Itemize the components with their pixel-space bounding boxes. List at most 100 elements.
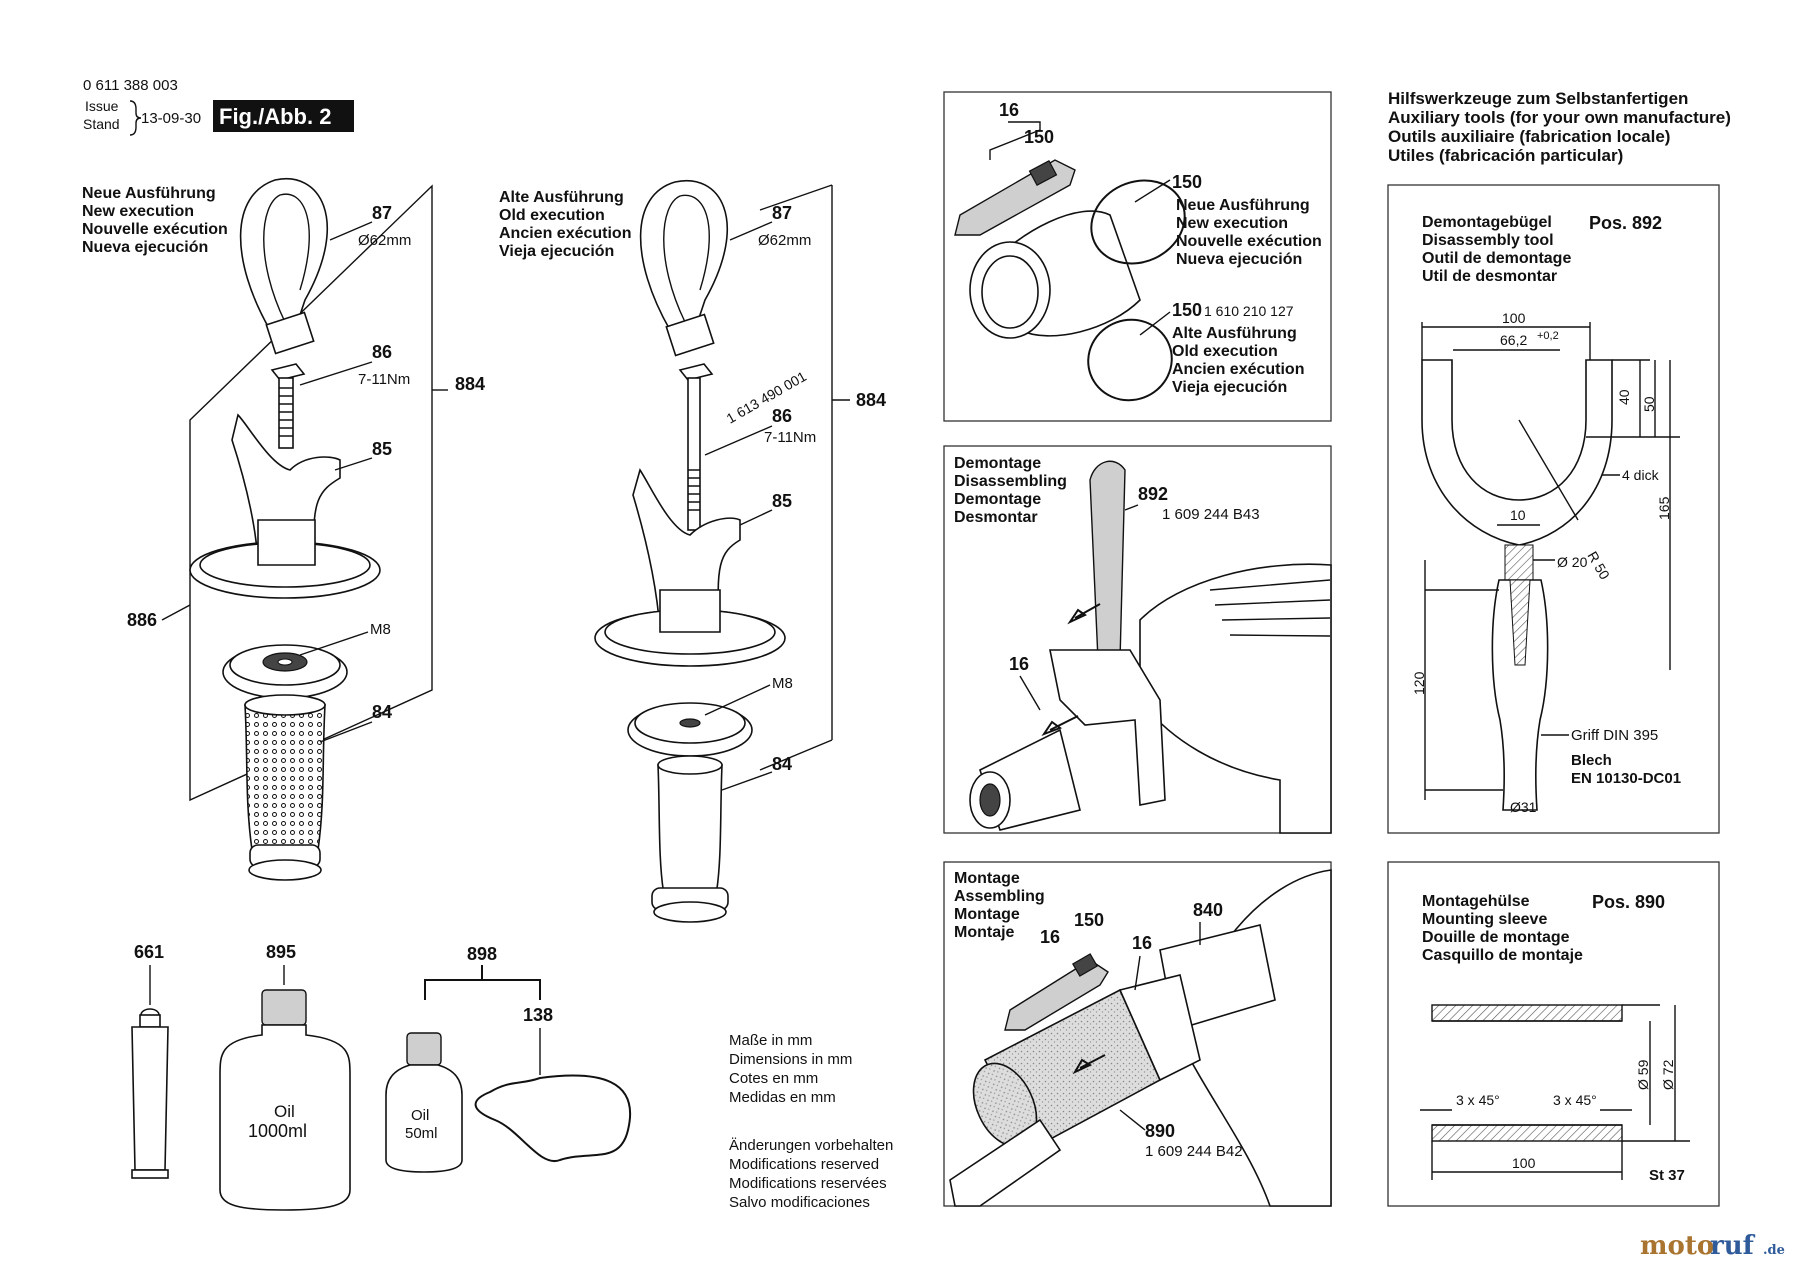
svg-text:Alte Ausführung: Alte Ausführung: [1172, 325, 1297, 342]
svg-text:Montaje: Montaje: [954, 924, 1015, 941]
date: 13-09-30: [141, 110, 201, 127]
svg-text:16: 16: [999, 100, 1019, 120]
svg-text:Assembling: Assembling: [954, 888, 1045, 905]
svg-text:M8: M8: [370, 621, 391, 638]
svg-text:50ml: 50ml: [405, 1125, 438, 1142]
svg-text:86: 86: [372, 342, 392, 362]
left-handle-assembly: 87 Ø62mm 86 7-11Nm 884 85 886 M8 84: [127, 177, 485, 881]
svg-text:4 dick: 4 dick: [1622, 467, 1660, 483]
svg-text:ruf: ruf: [1710, 1231, 1756, 1261]
svg-text:895: 895: [266, 942, 296, 962]
mid-handle-assembly: 87 Ø62mm 1 613 490 001 86 7-11Nm 884 85 …: [594, 179, 886, 923]
panel-tool-890: Montagehülse Mounting sleeve Douille de …: [1387, 861, 1720, 1207]
doc-number: 0 611 388 003: [83, 77, 178, 94]
svg-text:86: 86: [772, 406, 792, 426]
svg-text:138: 138: [523, 1005, 553, 1025]
svg-text:Ø62mm: Ø62mm: [358, 232, 411, 249]
svg-text:Nouvelle exécution: Nouvelle exécution: [82, 221, 228, 238]
svg-text:3 x 45°: 3 x 45°: [1553, 1092, 1597, 1108]
grease-tube-661: [131, 1026, 169, 1171]
svg-text:1 610 210 127: 1 610 210 127: [1204, 303, 1294, 319]
svg-text:Salvo modificaciones: Salvo modificaciones: [729, 1194, 870, 1211]
svg-text:100: 100: [1502, 310, 1526, 326]
svg-text:.de: .de: [1763, 1243, 1785, 1258]
grip-84: [657, 764, 723, 896]
svg-text:Neue Ausführung: Neue Ausführung: [1176, 197, 1310, 214]
svg-text:Oil: Oil: [411, 1107, 429, 1124]
fig-label: Fig./Abb. 2: [219, 104, 331, 129]
sleeve-wall-top: [1431, 1004, 1623, 1022]
svg-text:884: 884: [856, 390, 886, 410]
svg-text:Ø 72: Ø 72: [1660, 1059, 1676, 1090]
svg-text:87: 87: [372, 203, 392, 223]
svg-text:Douille de montage: Douille de montage: [1422, 929, 1570, 946]
svg-text:1000ml: 1000ml: [248, 1121, 307, 1141]
svg-text:892: 892: [1138, 484, 1168, 504]
svg-text:7-11Nm: 7-11Nm: [358, 371, 410, 388]
svg-text:87: 87: [772, 203, 792, 223]
u-bracket: [1421, 359, 1613, 546]
svg-text:100: 100: [1512, 1155, 1536, 1171]
svg-text:Modifications reservées: Modifications reservées: [729, 1175, 887, 1192]
svg-text:84: 84: [372, 702, 392, 722]
panel-tool-892: Demontagebügel Disassembly tool Outil de…: [1387, 184, 1720, 834]
frame-884: [759, 184, 833, 771]
sleeve-wall-bottom: [1431, 1124, 1623, 1142]
svg-text:150: 150: [1074, 910, 1104, 930]
svg-text:Griff DIN 395: Griff DIN 395: [1571, 727, 1658, 744]
strap-87: [639, 179, 729, 331]
svg-text:Blech: Blech: [1571, 752, 1612, 769]
stand-label: Stand: [83, 116, 120, 132]
svg-text:Neue Ausführung: Neue Ausführung: [82, 185, 216, 202]
svg-text:Nueva ejecución: Nueva ejecución: [1176, 251, 1302, 268]
svg-text:Demontage: Demontage: [954, 455, 1041, 472]
panel-rings: 16 150 150 Neue Ausführung New execution…: [943, 91, 1332, 422]
svg-text:Outil de demontage: Outil de demontage: [1422, 250, 1571, 267]
frame-884: [189, 184, 433, 802]
svg-text:Disassembly tool: Disassembly tool: [1422, 232, 1554, 249]
motoruf-logo: moto ruf .de: [1640, 1231, 1785, 1261]
svg-text:85: 85: [772, 491, 792, 511]
fig-label-box: [213, 100, 354, 132]
svg-text:Alte Ausführung: Alte Ausführung: [499, 189, 624, 206]
svg-text:New execution: New execution: [82, 203, 194, 220]
svg-text:150: 150: [1024, 127, 1054, 147]
svg-text:Änderungen vorbehalten: Änderungen vorbehalten: [729, 1137, 893, 1154]
svg-text:890: 890: [1145, 1121, 1175, 1141]
svg-text:150: 150: [1172, 300, 1202, 320]
svg-text:Nouvelle exécution: Nouvelle exécution: [1176, 233, 1322, 250]
consumables: 661 895 Oil 1000ml 898 138 Oil 50ml: [131, 942, 631, 1211]
ring-150-new: [1090, 179, 1186, 265]
svg-text:1 613 490 001: 1 613 490 001: [724, 368, 810, 427]
svg-text:Disassembling: Disassembling: [954, 473, 1067, 490]
svg-text:84: 84: [772, 754, 792, 774]
svg-text:Cotes en mm: Cotes en mm: [729, 1070, 818, 1087]
oil-bottle-895: [261, 989, 307, 1026]
svg-text:Ø 20: Ø 20: [1557, 554, 1588, 570]
svg-text:Outils auxiliaire (fabrication: Outils auxiliaire (fabrication locale): [1388, 127, 1670, 146]
svg-text:St 37: St 37: [1649, 1167, 1685, 1184]
oil-bottle-50: [406, 1032, 442, 1066]
svg-text:7-11Nm: 7-11Nm: [764, 429, 816, 446]
svg-text:New execution: New execution: [1176, 215, 1288, 232]
disassembly-tool-892: [1089, 460, 1126, 661]
svg-text:884: 884: [455, 374, 485, 394]
svg-text:40: 40: [1616, 389, 1632, 405]
svg-text:Modifications reserved: Modifications reserved: [729, 1156, 879, 1173]
svg-text:886: 886: [127, 610, 157, 630]
svg-text:Utiles (fabricación particular: Utiles (fabricación particular): [1388, 146, 1623, 165]
svg-text:50: 50: [1641, 396, 1657, 412]
svg-text:Desmontar: Desmontar: [954, 509, 1038, 526]
svg-text:3 x 45°: 3 x 45°: [1456, 1092, 1500, 1108]
svg-text:Vieja ejecución: Vieja ejecución: [499, 243, 614, 260]
svg-text:Ø62mm: Ø62mm: [758, 232, 811, 249]
svg-text:Medidas en mm: Medidas en mm: [729, 1089, 836, 1106]
svg-text:Montagehülse: Montagehülse: [1422, 893, 1530, 910]
svg-text:Mounting sleeve: Mounting sleeve: [1422, 911, 1547, 928]
svg-text:Util de desmontar: Util de desmontar: [1422, 268, 1557, 285]
svg-text:Old execution: Old execution: [1172, 343, 1278, 360]
brace: [129, 100, 142, 136]
svg-text:85: 85: [372, 439, 392, 459]
strap-87: [239, 177, 329, 331]
aux-tools-title: Hilfswerkzeuge zum Selbstanfertigen Auxi…: [1388, 89, 1731, 165]
